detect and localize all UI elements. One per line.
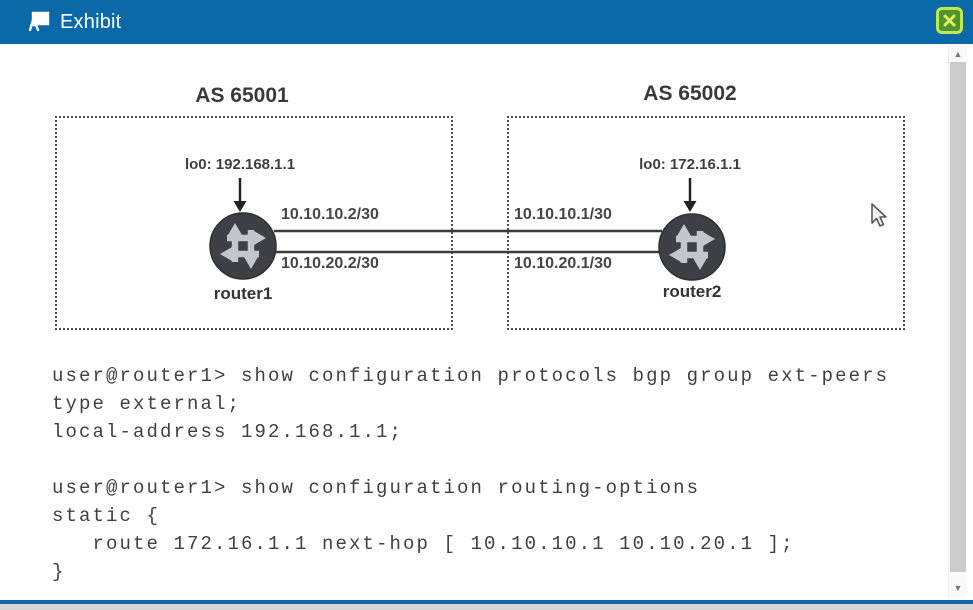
terminal-block-routing: user@router1> show configuration routing… bbox=[52, 477, 795, 583]
exhibit-content: AS 65001 AS 65002 lo0: 192.168.1.1 lo0: … bbox=[0, 44, 973, 600]
link-address-label: 10.10.20.2/30 bbox=[281, 255, 379, 272]
titlebar: Exhibit bbox=[0, 0, 973, 44]
loopback-label: lo0: 192.168.1.1 bbox=[184, 156, 296, 173]
scroll-down-button[interactable]: ▼ bbox=[949, 580, 967, 596]
as-box-label: AS 65002 bbox=[643, 82, 737, 105]
scroll-thumb[interactable] bbox=[950, 62, 966, 572]
router-name-label: router1 bbox=[213, 284, 273, 303]
link-address-label: 10.10.10.1/30 bbox=[514, 206, 612, 223]
as-box-65002 bbox=[507, 116, 905, 330]
terminal-output: user@router1> show configuration protoco… bbox=[52, 362, 932, 586]
close-button[interactable] bbox=[936, 7, 963, 34]
vertical-scrollbar[interactable]: ▲ ▼ bbox=[948, 46, 967, 598]
router-name-label: router2 bbox=[662, 282, 722, 301]
close-icon bbox=[943, 14, 956, 27]
loopback-label: lo0: 172.16.1.1 bbox=[639, 156, 741, 173]
as-box-label: AS 65001 bbox=[195, 84, 289, 107]
scroll-up-button[interactable]: ▲ bbox=[949, 46, 967, 62]
as-box-65001 bbox=[55, 116, 453, 330]
link-address-label: 10.10.20.1/30 bbox=[514, 255, 612, 272]
link-address-label: 10.10.10.2/30 bbox=[281, 206, 379, 223]
window-title: Exhibit bbox=[60, 10, 122, 33]
terminal-block-bgp: user@router1> show configuration protoco… bbox=[52, 365, 890, 443]
easel-icon bbox=[28, 11, 50, 32]
